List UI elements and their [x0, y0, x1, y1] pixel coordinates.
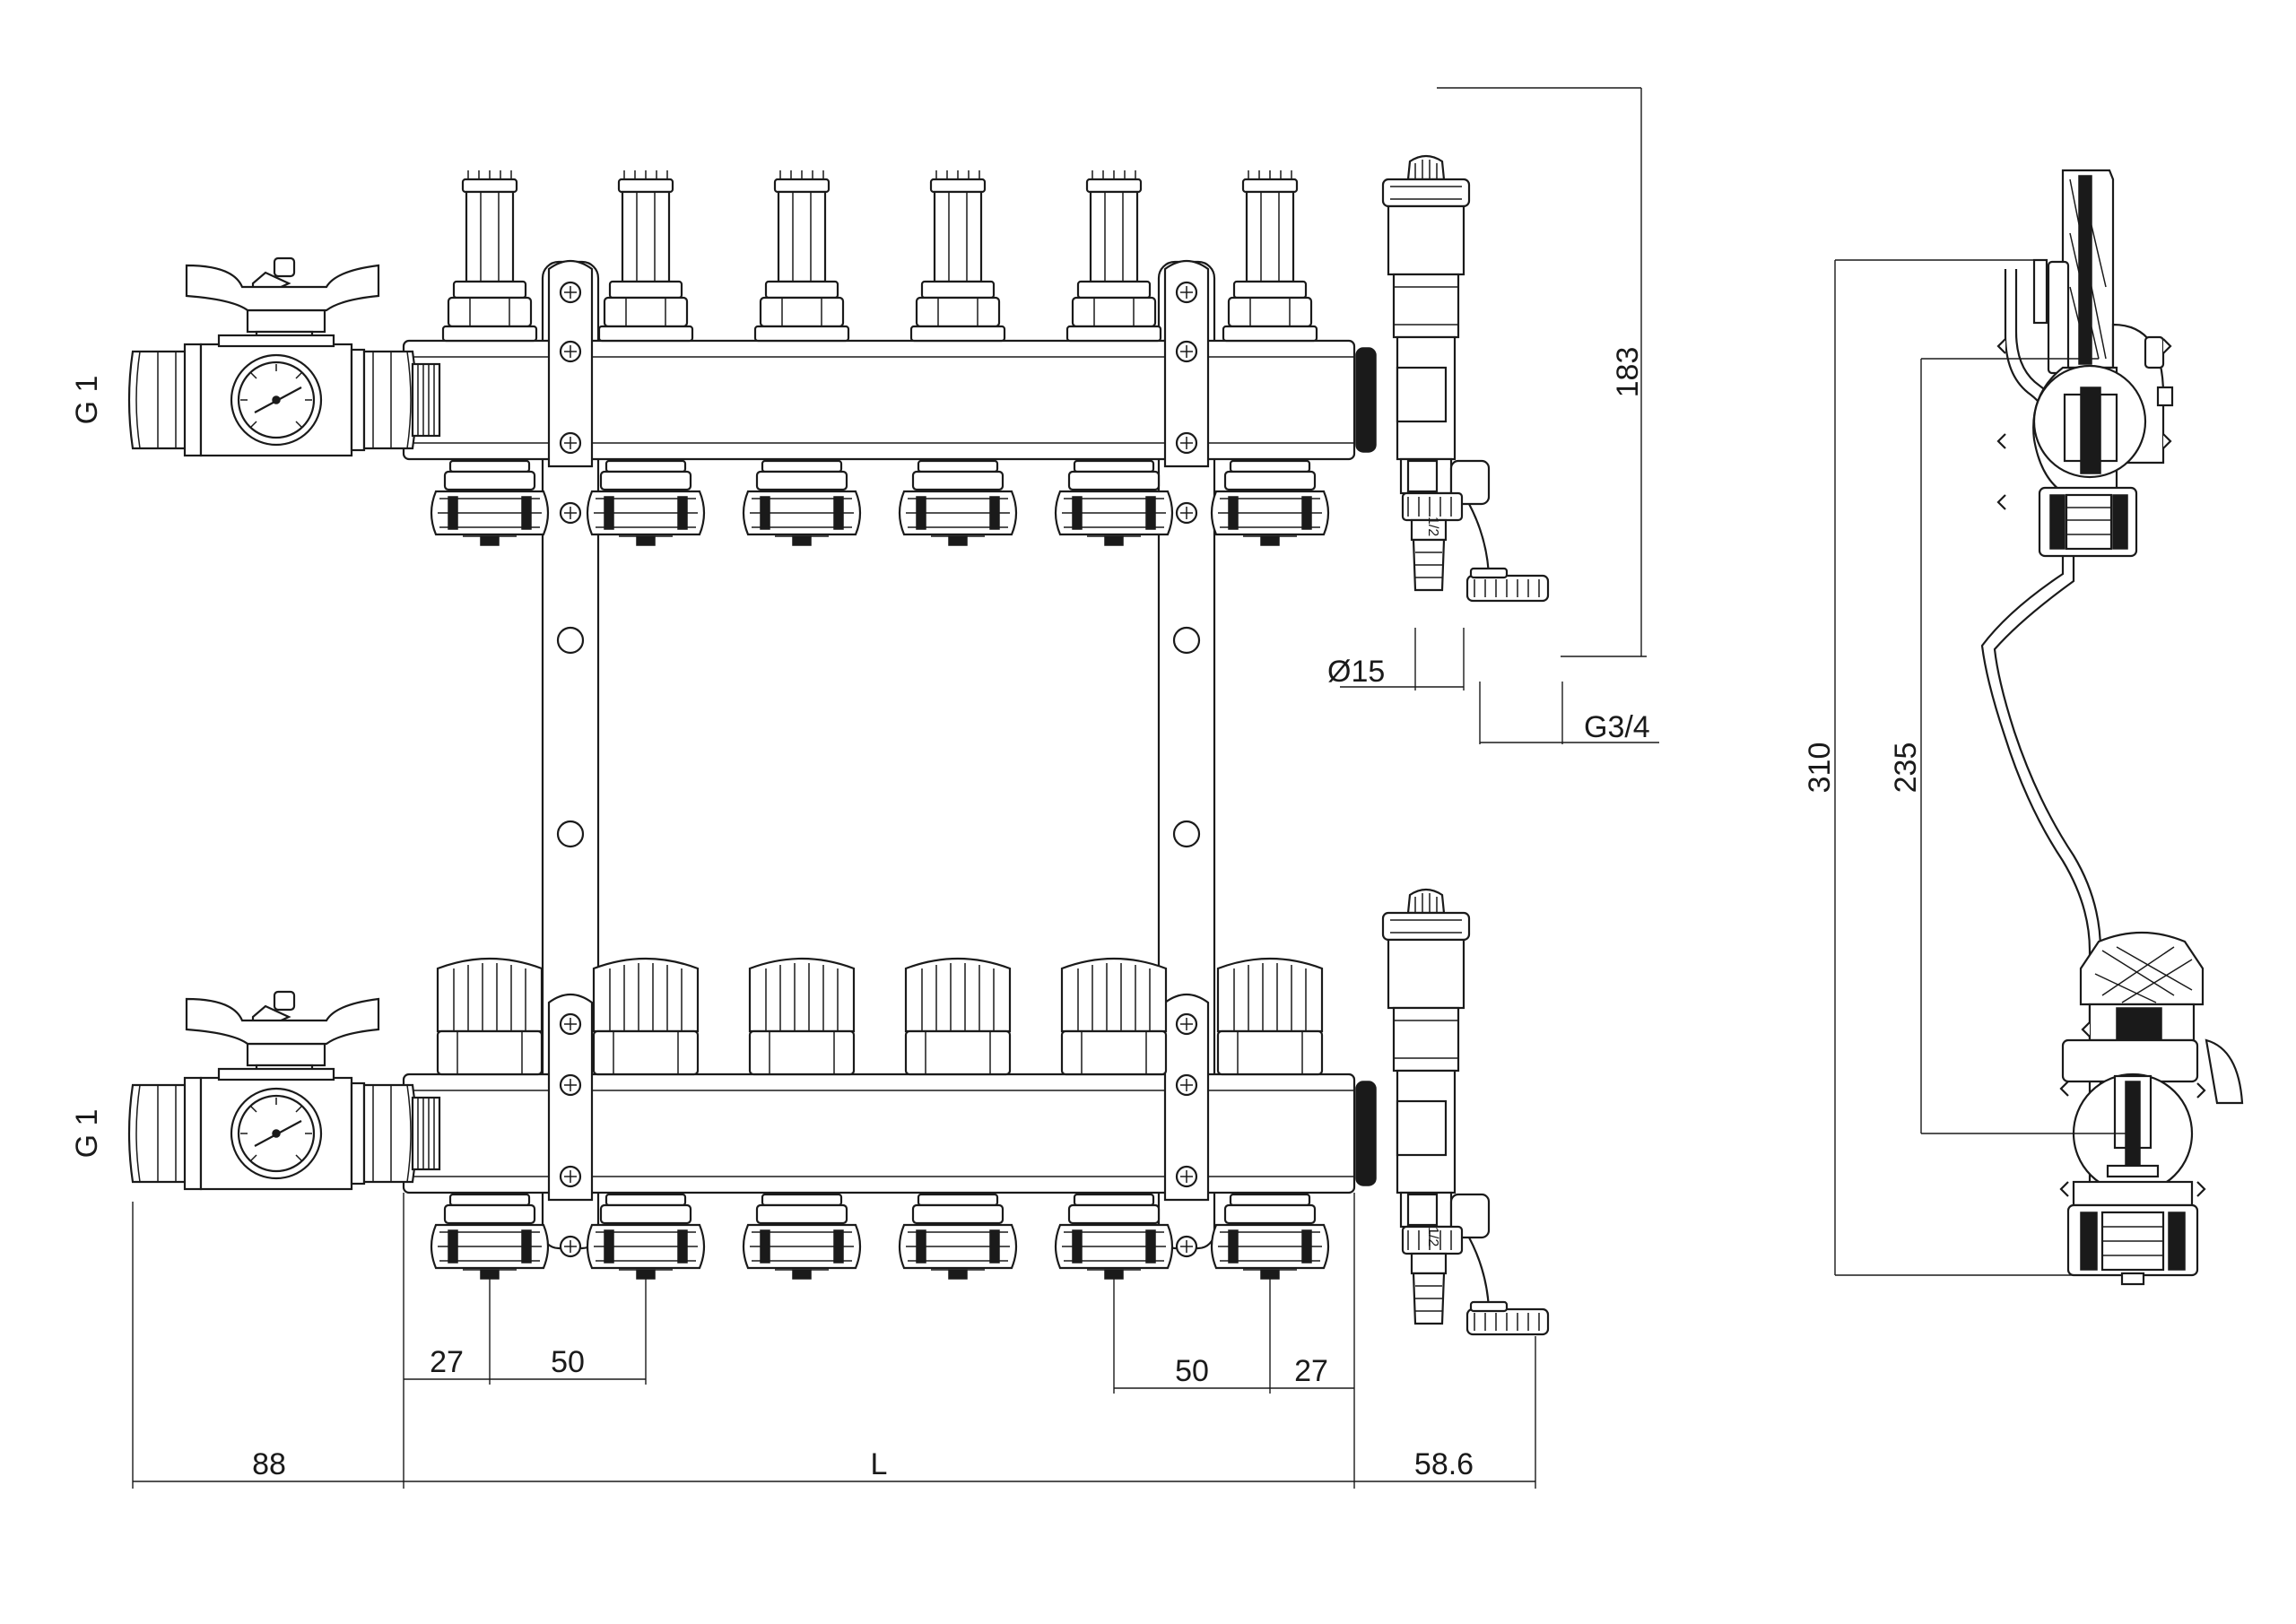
- dim-50-right: 50: [1175, 1354, 1209, 1388]
- dim-L: L: [871, 1447, 888, 1481]
- lower-ball-valve: [127, 990, 441, 1191]
- front-view: 1/2 1/2: [127, 154, 1550, 1336]
- dim-183: 183: [1611, 347, 1645, 398]
- return-thread: G 1: [70, 1109, 104, 1159]
- upper-ball-valve: [127, 256, 441, 457]
- lower-end-piece: 1/2: [1381, 888, 1550, 1336]
- dimensions: 183 Ø15 G3/4 G 1 G 1 310 235 27 50: [70, 87, 2133, 1489]
- dim-27-right: 27: [1294, 1354, 1328, 1388]
- dim-235: 235: [1889, 743, 1923, 794]
- hose-vent-marking-lower: 1/2: [1425, 1227, 1440, 1246]
- dim-27-left: 27: [430, 1345, 464, 1379]
- hose-diameter: Ø15: [1327, 655, 1385, 689]
- supply-thread: G 1: [70, 376, 104, 425]
- hose-vent-marking: 1/2: [1425, 517, 1440, 536]
- dim-310: 310: [1803, 743, 1837, 794]
- dim-58-6: 58.6: [1414, 1447, 1474, 1481]
- dim-88: 88: [252, 1447, 286, 1481]
- dim-50-left: 50: [551, 1345, 585, 1379]
- bracket-clamps: [547, 259, 1210, 1258]
- side-view: [1980, 169, 2244, 1286]
- drain-thread: G3/4: [1584, 710, 1650, 744]
- upper-end-piece: 1/2: [1381, 154, 1550, 603]
